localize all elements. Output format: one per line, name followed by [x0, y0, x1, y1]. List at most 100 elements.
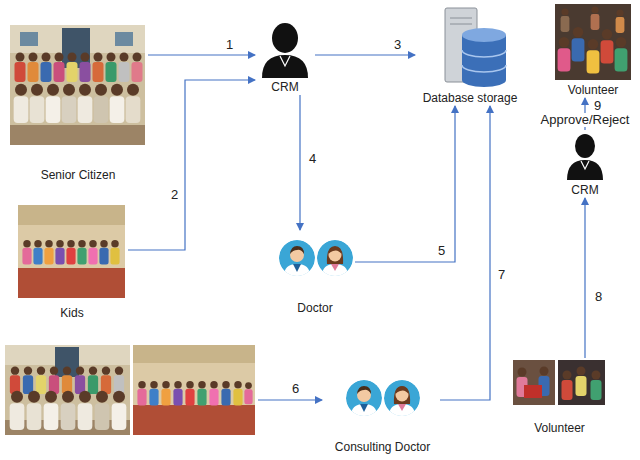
doctor-icon	[384, 380, 420, 416]
icon-node: CRM	[255, 20, 315, 95]
person	[54, 53, 65, 83]
person	[10, 391, 25, 430]
db-stripe	[462, 50, 506, 57]
person	[62, 84, 77, 123]
step-number: 1	[224, 38, 235, 52]
photo-ground	[10, 25, 145, 145]
doctor-icon	[317, 240, 353, 276]
person	[44, 391, 59, 430]
person	[119, 53, 130, 83]
crm-collar	[280, 56, 290, 66]
person	[185, 381, 194, 406]
step-number: 2	[169, 188, 180, 202]
node-label: CRM	[571, 183, 598, 198]
node-label: Volunteer	[568, 83, 619, 98]
crm-body	[262, 55, 308, 78]
person	[615, 37, 628, 71]
person	[572, 27, 585, 61]
person	[209, 381, 218, 406]
photo-floor	[18, 268, 125, 298]
photo-folder	[524, 385, 542, 398]
person	[149, 381, 158, 406]
icon-node: Senior Citizen	[8, 23, 148, 183]
icon-node: Volunteer	[553, 2, 633, 98]
person	[75, 366, 85, 394]
node-label: Kids	[60, 306, 83, 321]
person	[562, 371, 573, 401]
person	[197, 381, 206, 406]
crm-body	[567, 160, 603, 180]
person	[591, 371, 602, 401]
photo-ground	[558, 360, 605, 405]
server-slot	[450, 18, 472, 19]
node-label: Database storage	[423, 91, 518, 106]
step-number: 3	[392, 38, 403, 52]
step-number: 8	[593, 290, 604, 304]
person	[110, 84, 125, 123]
person	[601, 29, 614, 63]
person	[161, 381, 170, 406]
step-number: 5	[436, 244, 447, 258]
person	[106, 53, 117, 83]
person	[36, 366, 46, 394]
photo-window	[20, 32, 38, 46]
doctor-icon	[279, 240, 315, 276]
photo-wall	[133, 345, 255, 363]
icon-node: CRM	[555, 130, 615, 198]
photo-ground	[5, 345, 130, 435]
person	[88, 366, 98, 394]
step-number: 4	[307, 152, 318, 166]
person	[44, 240, 53, 265]
person	[33, 240, 42, 265]
node-label: Senior Citizen	[41, 168, 116, 183]
photo-window	[115, 32, 133, 46]
person	[23, 366, 33, 394]
person	[55, 240, 64, 265]
person	[10, 366, 20, 394]
person	[110, 240, 119, 265]
person	[22, 240, 31, 265]
person	[14, 84, 29, 123]
flow-arrow	[148, 54, 255, 55]
person	[80, 53, 91, 83]
node-label: Doctor	[297, 301, 332, 316]
node-label: Consulting Doctor	[335, 440, 430, 455]
person	[78, 84, 93, 123]
server-slot	[450, 24, 472, 25]
person	[46, 84, 61, 123]
person	[49, 366, 59, 394]
crm-head	[575, 134, 595, 158]
person	[114, 366, 124, 394]
group-photo	[133, 345, 255, 435]
person	[587, 39, 600, 73]
person	[30, 84, 45, 123]
flow-arrow	[128, 80, 255, 250]
photo-ground	[513, 360, 555, 405]
crm-icon	[567, 134, 603, 180]
crm-icon	[262, 23, 308, 78]
person	[94, 84, 109, 123]
icon-node: Doctor	[275, 230, 355, 316]
step-number: 9	[592, 99, 603, 113]
person	[616, 9, 625, 33]
step-number: 6	[290, 382, 301, 396]
person	[221, 381, 230, 406]
person	[15, 53, 26, 83]
photo-ground	[133, 345, 255, 435]
person	[62, 366, 72, 394]
person	[591, 6, 600, 30]
crm-collar	[581, 161, 589, 169]
icon-node: Kids	[16, 203, 128, 321]
person	[99, 240, 108, 265]
person	[95, 391, 110, 430]
person	[173, 381, 182, 406]
kids-photo	[18, 205, 125, 298]
db-stripe	[462, 65, 506, 72]
photo-floor	[133, 405, 255, 435]
photo-ground	[18, 205, 125, 298]
step-number: 7	[496, 268, 507, 282]
person	[27, 391, 42, 430]
photo-ground	[555, 4, 631, 80]
